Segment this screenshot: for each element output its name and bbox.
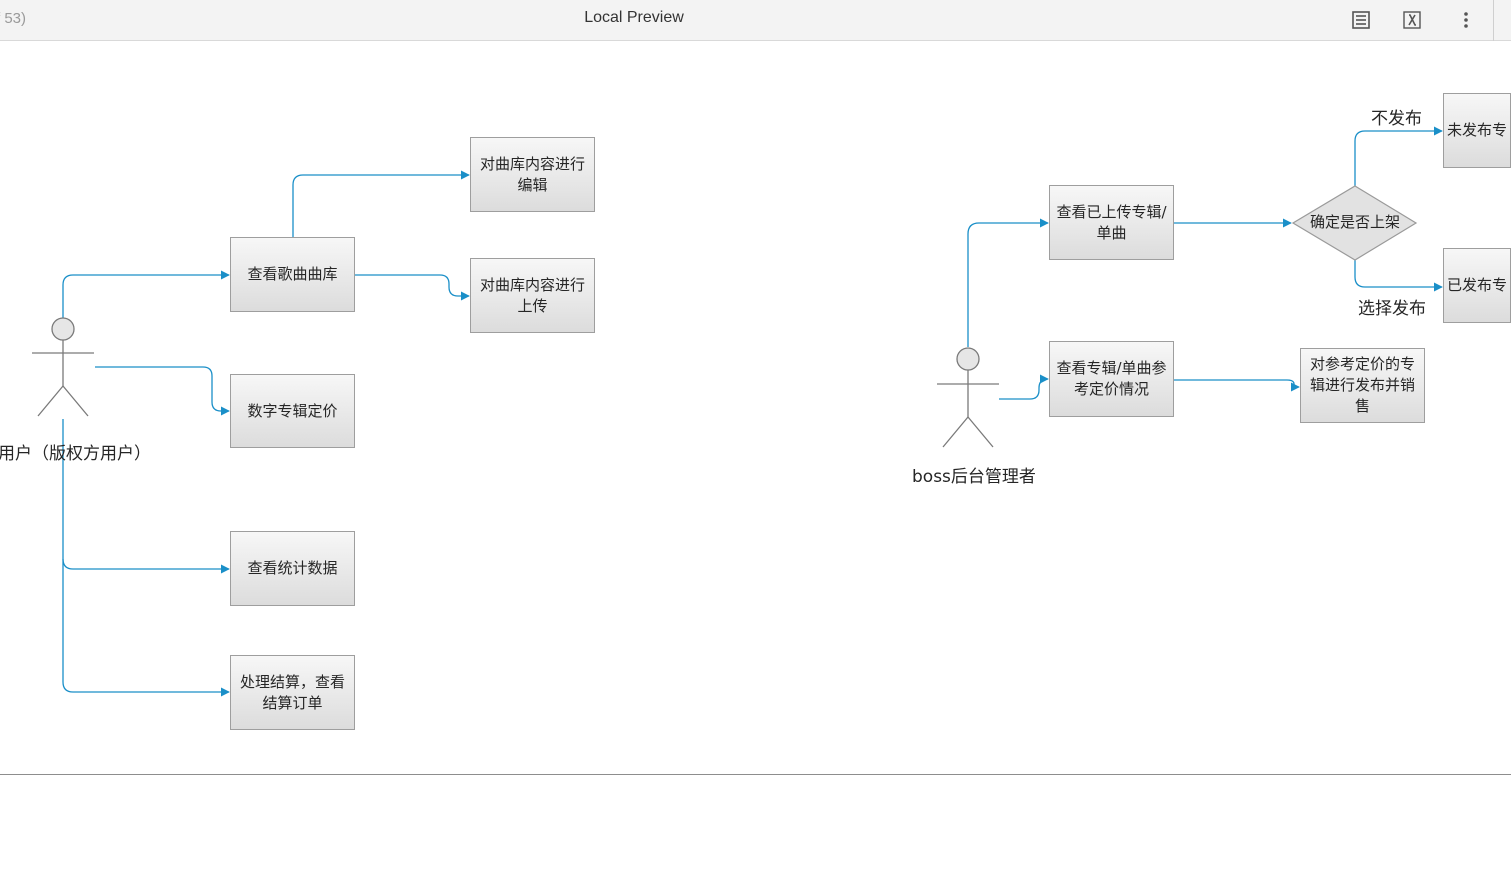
actor-right-label: boss后台管理者 bbox=[912, 467, 1036, 487]
edge-library-to-upload bbox=[355, 274, 470, 301]
edge-library-to-edit bbox=[292, 170, 470, 237]
edge-actor-to-pricing bbox=[95, 366, 230, 416]
decision-diamond bbox=[1291, 185, 1418, 261]
edge-confirm-to-published bbox=[1354, 260, 1443, 292]
actor-left-label: 用户（版权方用户） bbox=[0, 444, 151, 464]
edge-actor-to-stats bbox=[62, 558, 230, 574]
actor-left-figure bbox=[32, 317, 94, 417]
node-settlement[interactable]: 处理结算，查看 结算订单 bbox=[230, 655, 355, 730]
actor-right-figure bbox=[937, 347, 999, 448]
node-view-uploaded[interactable]: 查看已上传专辑/ 单曲 bbox=[1049, 185, 1174, 260]
edge-actor-trunk bbox=[62, 419, 230, 697]
connector-layer bbox=[32, 126, 1443, 697]
node-upload-library[interactable]: 对曲库内容进行 上传 bbox=[470, 258, 595, 333]
edge-label-not-publish: 不发布 bbox=[1371, 109, 1422, 129]
outline-icon[interactable] bbox=[1347, 6, 1375, 34]
window-title: Local Preview bbox=[584, 9, 684, 26]
node-publish-sell[interactable]: 对参考定价的专 辑进行发布并销 售 bbox=[1300, 348, 1425, 423]
edge-boss-to-reference bbox=[999, 374, 1049, 400]
diagram-canvas: 用户（版权方用户） boss后台管理者 查看歌曲曲库 对曲库内容进行 编辑 对曲… bbox=[0, 41, 1511, 774]
page-bottom-rule bbox=[0, 774, 1511, 775]
edge-label-choose-publish: 选择发布 bbox=[1358, 299, 1426, 319]
title-bar: f 53) Local Preview bbox=[0, 0, 1511, 41]
page-indicator: f 53) bbox=[0, 10, 27, 27]
node-edit-library[interactable]: 对曲库内容进行 编辑 bbox=[470, 137, 595, 212]
edge-confirm-to-unpublished bbox=[1354, 126, 1443, 186]
edge-reference-to-publish bbox=[1174, 379, 1300, 392]
window-edge bbox=[1493, 0, 1494, 41]
more-vert-icon[interactable] bbox=[1452, 6, 1480, 34]
edge-boss-to-uploaded bbox=[967, 218, 1049, 347]
formula-icon[interactable] bbox=[1398, 6, 1426, 34]
node-unpublished[interactable]: 未发布专 bbox=[1443, 93, 1511, 168]
node-view-reference-price[interactable]: 查看专辑/单曲参 考定价情况 bbox=[1049, 341, 1174, 417]
node-published[interactable]: 已发布专 bbox=[1443, 248, 1511, 323]
edge-actor-to-view-library bbox=[62, 270, 230, 319]
decision-label: 确定是否上架 bbox=[1309, 213, 1400, 231]
node-digital-pricing[interactable]: 数字专辑定价 bbox=[230, 374, 355, 448]
node-view-library[interactable]: 查看歌曲曲库 bbox=[230, 237, 355, 312]
node-view-stats[interactable]: 查看统计数据 bbox=[230, 531, 355, 606]
